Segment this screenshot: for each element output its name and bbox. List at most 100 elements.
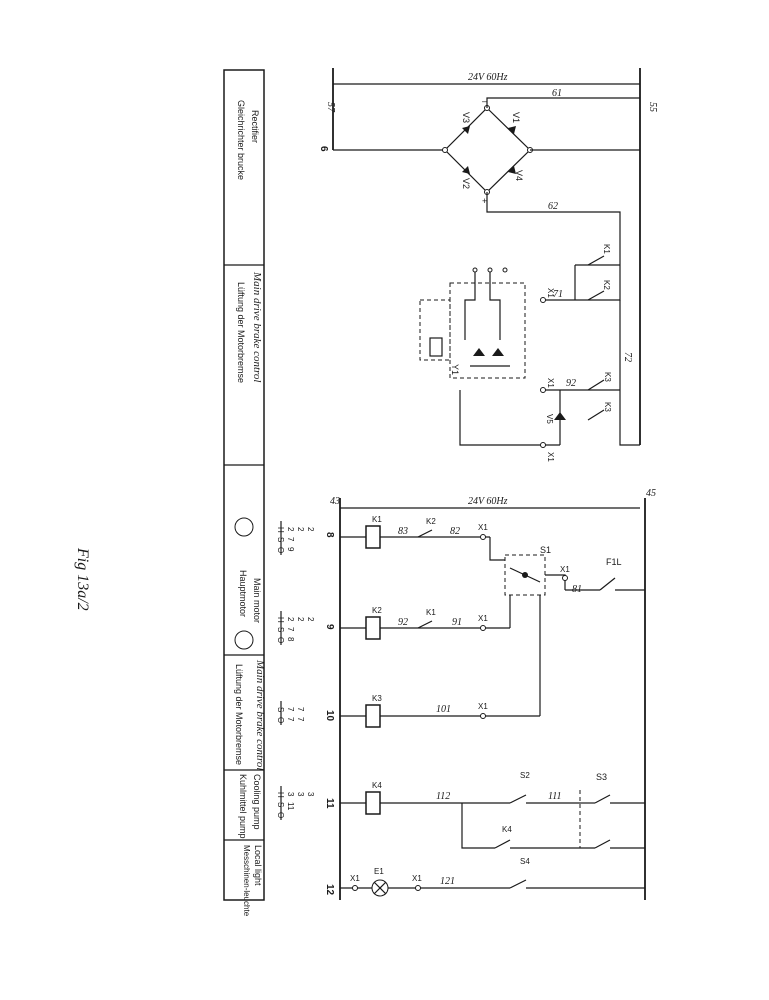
label-K3: K3 [603, 372, 612, 382]
contact-S3 [594, 794, 611, 804]
section-cooling-pump-de: Kuhlmittel pump [238, 774, 248, 839]
label-K3: K3 [603, 402, 612, 412]
coil-K3 [365, 704, 381, 728]
contact-S4 [509, 879, 527, 889]
label-X1: X1 [350, 874, 360, 883]
label-X1: X1 [560, 565, 570, 574]
ref-table-cell: 7 [286, 627, 295, 632]
label-K3-coil: K3 [372, 694, 382, 703]
lamp-cross [373, 881, 387, 895]
node-55: 55 [647, 102, 658, 112]
wire [464, 270, 476, 340]
label-K2-coil: K2 [372, 606, 382, 615]
terminal [472, 267, 478, 273]
terminal [502, 267, 508, 273]
terminal [442, 147, 448, 153]
section-local-light-de: Messchinen-leuchte [242, 845, 251, 917]
section-brake-de: Lüftung der Motorbremse [236, 282, 246, 383]
node-10: 10 [324, 710, 335, 722]
contact-S3b [594, 839, 611, 849]
section-brake-lower-de: Lüftung der Motorbremse [234, 664, 244, 765]
node-101: 101 [436, 704, 451, 715]
label-F1L: F1L [606, 557, 622, 567]
ref-table-cell: 7 [296, 717, 305, 722]
node-8: 8 [324, 532, 335, 538]
label-X1: X1 [478, 523, 488, 532]
node-12: 12 [324, 884, 335, 896]
ref-circle [234, 630, 254, 650]
terminal-X1 [415, 885, 421, 891]
supply-label-top: 24V 60Hz [468, 72, 508, 83]
label-S2: S2 [520, 771, 530, 780]
node-83: 83 [398, 526, 408, 537]
label-K2: K2 [426, 517, 436, 526]
diode-symbol [508, 166, 516, 174]
label-K2-top: K2 [602, 280, 611, 290]
label-K4-coil: K4 [372, 781, 382, 790]
coil-K2 [365, 616, 381, 640]
node-82: 82 [450, 526, 460, 537]
label-X1: X1 [412, 874, 422, 883]
node-57: 57 [325, 102, 336, 113]
node-9: 9 [324, 624, 335, 630]
section-brake-en: Main drive brake control [251, 271, 263, 382]
wire [489, 270, 501, 340]
wire [489, 537, 505, 561]
switch-blade [509, 567, 541, 583]
node-91: 91 [452, 617, 462, 628]
ref-table-cell: 3 [296, 792, 305, 797]
terminal-X1 [540, 387, 546, 393]
ref-table-cell: 11 [286, 802, 295, 811]
bridge-minus: – [482, 96, 487, 106]
rectifier-section: 24V 60Hz 57 55 6 V3 V1 V2 V4 – + 61 62 K… [318, 68, 658, 462]
label-K1-coil: K1 [372, 515, 382, 524]
label-K1-top: K1 [602, 244, 611, 254]
terminal [487, 267, 493, 273]
diode-symbol [492, 348, 504, 356]
label-X1: X1 [546, 378, 555, 388]
contact-F1L [599, 577, 616, 591]
label-S1: S1 [540, 545, 551, 555]
diode-symbol [473, 348, 485, 356]
ref-table-cell: 7 [286, 707, 295, 712]
coil-K1 [365, 525, 381, 549]
node-71: 71 [553, 289, 563, 300]
wire [461, 803, 495, 849]
label-E1: E1 [374, 867, 384, 876]
wire [619, 390, 640, 446]
node-45: 45 [646, 488, 656, 499]
ref-circle [234, 517, 254, 537]
node-72: 72 [622, 352, 633, 362]
label-X1: X1 [546, 452, 555, 462]
node-112: 112 [436, 791, 450, 802]
node-121: 121 [440, 876, 455, 887]
diode-V5 [554, 412, 566, 420]
wire [486, 192, 621, 265]
label-V3: V3 [461, 112, 471, 123]
wire [486, 97, 640, 108]
ref-table-cell: 2 [296, 527, 305, 532]
section-local-light-en: Local light [253, 845, 263, 886]
node-92b: 92 [398, 617, 408, 628]
ref-table-cell: 8 [286, 637, 295, 642]
section-cooling-pump-en: Cooling pump [252, 774, 262, 830]
label-S3: S3 [596, 772, 607, 782]
label-K1: K1 [426, 608, 436, 617]
contact-K3 [587, 379, 605, 391]
ref-table-cell: 2 [296, 617, 305, 622]
terminal-X1 [480, 713, 486, 719]
title-block: Rectifier Gleichrichter brucke Main driv… [223, 69, 266, 917]
terminal-X1 [540, 442, 546, 448]
section-main-motor-en: Main motor [252, 578, 262, 623]
label-K4: K4 [502, 825, 512, 834]
section-rectifier-en: Rectifier [250, 110, 260, 143]
node-62: 62 [548, 201, 558, 212]
contact-S2 [509, 794, 527, 804]
ref-table-cell: 2 [306, 527, 315, 532]
label-V5: V5 [545, 414, 554, 424]
node-11: 11 [324, 798, 335, 809]
diode-symbol [462, 126, 470, 134]
